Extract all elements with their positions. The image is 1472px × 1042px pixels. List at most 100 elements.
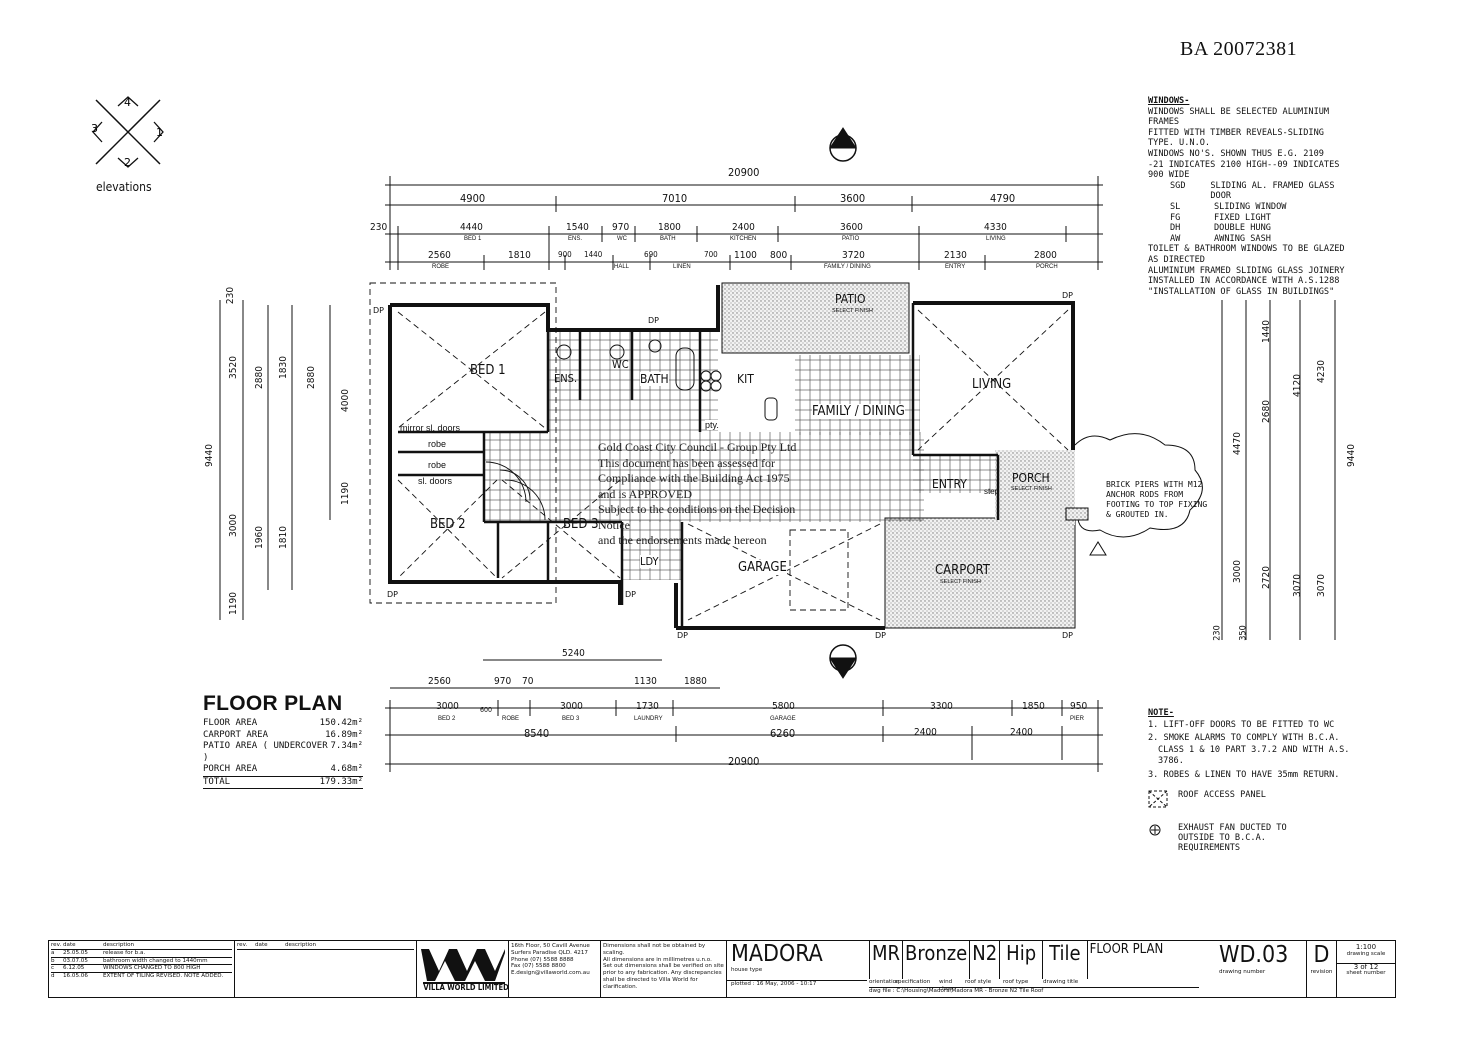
svg-text:DP: DP — [373, 306, 384, 315]
address-line: Phone (07) 5588 8888 — [511, 956, 574, 963]
company-logo: VILLA WORLD LIMITED — [417, 941, 509, 997]
dwg-path: dwg file : C:\Housing\Madora\Madora MR -… — [869, 987, 1199, 995]
spec-label: roof type — [1003, 979, 1029, 985]
windows-after: AS DIRECTED — [1148, 254, 1205, 265]
area-label: PATIO AREA ( UNDERCOVER ) — [203, 741, 328, 763]
symbol-legend: ROOF ACCESS PANEL EXHAUST FAN DUCTED TO … — [1148, 790, 1328, 865]
porch-finish: SELECT FINISH — [1011, 486, 1052, 492]
windows-title: WINDOWS- — [1148, 96, 1190, 106]
dim-bottom: 600 — [480, 706, 493, 714]
dim-right: 2680 — [1260, 400, 1272, 423]
dim-bottom: 950 — [1070, 701, 1088, 712]
dim-bottom-room: LAUNDRY — [634, 716, 663, 722]
house-type-label: house type — [731, 967, 763, 973]
window-desc: FIXED LIGHT — [1214, 212, 1271, 223]
pantry-label: pty. — [705, 420, 719, 430]
general-notes: NOTE- 1. LIFT-OFF DOORS TO BE FITTED TO … — [1148, 708, 1368, 783]
area-total-label: TOTAL — [203, 776, 231, 787]
revision-letter: D — [1313, 942, 1330, 968]
dim-bottom: 3000 — [436, 701, 459, 712]
drawing-number-label: drawing number — [1219, 969, 1266, 975]
elevation-marker-icon: 4 2 3 1 — [91, 96, 164, 169]
spec-wind-class: N2 — [970, 941, 1001, 979]
dim-label: 3720 — [842, 250, 865, 261]
dim-label: 4900 — [460, 192, 486, 205]
section-marker-icon — [829, 127, 857, 679]
dim-left: 230 — [225, 286, 237, 305]
dim-label: 4790 — [990, 192, 1016, 205]
room-bath: BATH — [640, 372, 669, 386]
dim-bottom: 1880 — [684, 676, 707, 687]
room-kit: KIT — [737, 372, 754, 386]
dim-bottom: 5800 — [772, 701, 795, 712]
spec-specification: Bronze — [903, 941, 971, 979]
windows-after: INSTALLED IN ACCORDANCE WITH A.S.1288 — [1148, 276, 1340, 287]
window-code: AW — [1170, 233, 1181, 244]
svg-text:DP: DP — [1062, 631, 1073, 640]
windows-after: ALUMINIUM FRAMED SLIDING GLASS JOINERY — [1148, 265, 1345, 276]
rev-desc: WINDOWS CHANGED TO 800 HIGH — [103, 965, 201, 972]
legend-text: ROOF ACCESS PANEL — [1178, 790, 1266, 800]
rev-id: b — [51, 957, 55, 964]
room-porch: PORCH — [1012, 471, 1050, 485]
dim-label: 800 — [770, 250, 788, 261]
dim-room-label: WC — [617, 236, 627, 242]
dim-label: 1100 — [734, 250, 757, 261]
patio-finish: SELECT FINISH — [832, 308, 873, 314]
rev-date: 25.05.05 — [63, 949, 88, 956]
dim-bottom-room: ROBE — [502, 716, 520, 722]
rev-id: c — [51, 965, 55, 972]
windows-after: "INSTALLATION OF GLASS IN BUILDINGS" — [1148, 286, 1335, 297]
dim-right: 230 — [1212, 625, 1223, 641]
disclaimer-line: Set out dimensions shall be verified on … — [603, 963, 724, 970]
dim-left: 2880 — [305, 366, 317, 389]
window-code: FG — [1170, 212, 1181, 223]
dim-right: 4470 — [1231, 432, 1243, 455]
svg-text:2: 2 — [124, 156, 131, 169]
dim-right: 4120 — [1291, 374, 1303, 397]
area-value: 4.68m² — [330, 764, 363, 774]
notes-title: NOTE- — [1148, 708, 1174, 718]
dim-left: 1190 — [227, 592, 239, 615]
dim-label: 1810 — [508, 250, 531, 261]
svg-text:DP: DP — [875, 631, 886, 640]
room-family-dining: FAMILY / DINING — [812, 404, 905, 419]
svg-text:DP: DP — [648, 316, 659, 325]
exhaust-fan-icon — [1148, 823, 1178, 842]
windows-line: WINDOWS SHALL BE SELECTED ALUMINIUM FRAM… — [1148, 106, 1330, 128]
stamp-line: Notice — [598, 517, 630, 532]
dim-room-label: HALL — [614, 264, 630, 270]
dim-right: 350 — [1238, 625, 1249, 641]
drawing-number: WD.03 — [1219, 942, 1289, 968]
rev-date: 6.12.05 — [63, 965, 85, 972]
dim-label: 2800 — [1034, 250, 1057, 261]
svg-text:4: 4 — [124, 96, 131, 109]
dim-label: 970 — [612, 222, 630, 233]
windows-line: FITTED WITH TIMBER REVEALS-SLIDING TYPE.… — [1148, 127, 1324, 149]
dim-label: 3600 — [840, 222, 863, 233]
note-item: CLASS 1 & 10 PART 3.7.2 AND WITH A.S. 37… — [1158, 744, 1350, 767]
dim-right: 1440 — [1260, 320, 1272, 343]
disclaimer: Dimensions shall not be obtained by scal… — [601, 941, 727, 997]
room-bed1: BED 1 — [470, 363, 506, 378]
spec-labels: orientation specification wind class roo… — [869, 979, 1078, 993]
brick-pier-note: BRICK PIERS WITH M12 ANCHOR RODS FROM FO… — [1106, 480, 1208, 519]
dim-room-label: ENS. — [568, 236, 583, 242]
dim-label: 2400 — [732, 222, 755, 233]
rev-id: d — [51, 973, 55, 980]
room-living: LIVING — [972, 377, 1012, 392]
dim-left: 3000 — [227, 514, 239, 537]
drawing-title: FLOOR PLAN — [1089, 942, 1164, 957]
dim-right: 3070 — [1291, 574, 1303, 597]
dim-left: 4000 — [339, 389, 351, 412]
dim-bottom: 970 — [494, 676, 512, 687]
dim-left: 1810 — [277, 526, 289, 549]
dim-left: 1960 — [253, 526, 265, 549]
spec-label: wind class — [939, 979, 953, 992]
window-code: DH — [1170, 223, 1181, 234]
dim-room-label: PATIO — [842, 236, 860, 242]
svg-text:DP: DP — [677, 631, 688, 640]
spec-cells: MR Bronze N2 Hip Tile FLOOR PLAN orienta… — [867, 941, 1215, 997]
ba-number: BA 20072381 — [1180, 38, 1298, 60]
